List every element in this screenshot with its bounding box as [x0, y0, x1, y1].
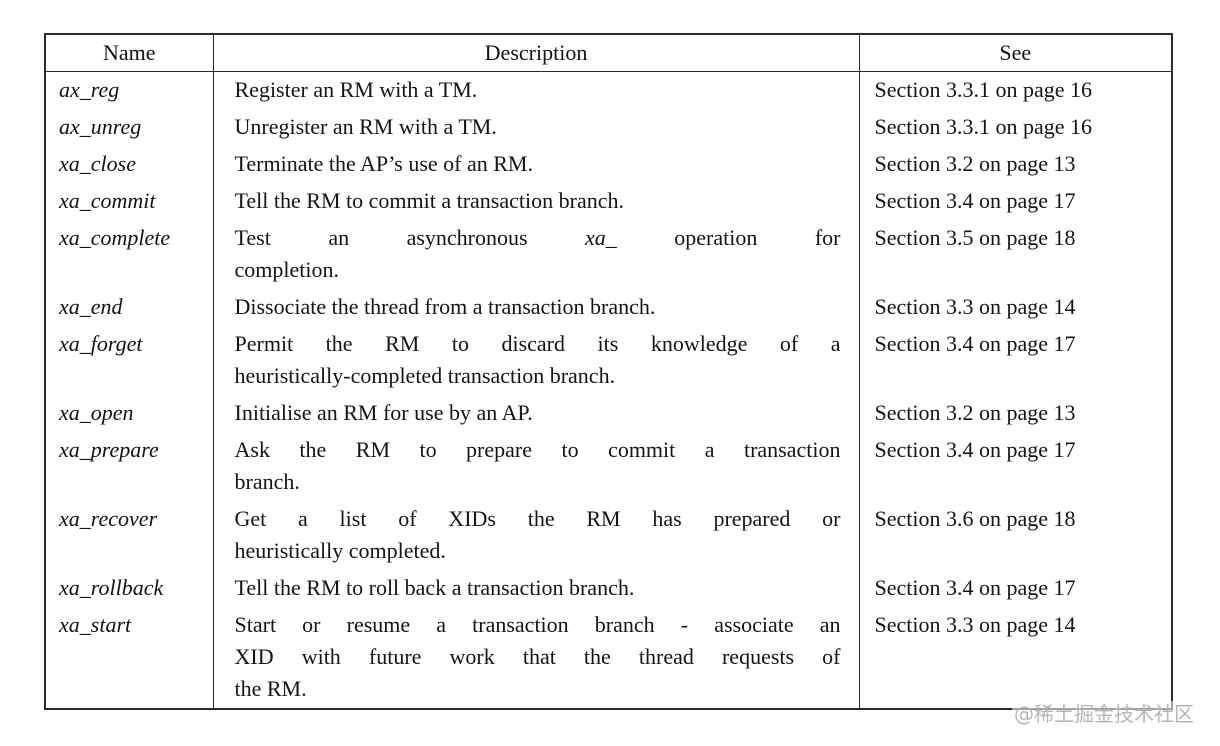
column-header-description: Description: [212, 33, 860, 72]
name-cell: ax_reg: [44, 71, 214, 109]
description-line: Ask the RM to prepare to commit a transa…: [234, 437, 841, 462]
table-group-xa: xa_close Terminate the AP’s use of an RM…: [44, 146, 1173, 709]
see-cell: Section 3.4 on page 17: [858, 570, 1173, 607]
name-cell: ax_unreg: [44, 109, 214, 146]
see-cell: Section 3.3 on page 14: [858, 607, 1173, 709]
name-cell: xa_commit: [44, 183, 214, 220]
name-cell: xa_start: [44, 607, 214, 709]
table-row: xa_complete Test an asynchronous xa_ ope…: [44, 220, 1173, 289]
description-line: the RM.: [234, 676, 307, 701]
xa-functions-table: Name Description See ax_reg Register an …: [44, 33, 1173, 710]
table-row: ax_unreg Unregister an RM with a TM. Sec…: [44, 109, 1173, 146]
see-cell: Section 3.2 on page 13: [858, 395, 1173, 432]
see-cell: Section 3.2 on page 13: [858, 146, 1173, 183]
description-line: heuristically completed.: [234, 538, 446, 563]
table-row: xa_commit Tell the RM to commit a transa…: [44, 183, 1173, 220]
description-cell: Initialise an RM for use by an AP.: [212, 395, 860, 432]
name-cell: xa_rollback: [44, 570, 214, 607]
name-cell: xa_prepare: [44, 432, 214, 501]
description-cell: Dissociate the thread from a transaction…: [212, 289, 860, 326]
description-cell: Tell the RM to commit a transaction bran…: [212, 183, 860, 220]
see-cell: Section 3.3.1 on page 16: [858, 71, 1173, 109]
see-cell: Section 3.6 on page 18: [858, 501, 1173, 570]
watermark: @稀土掘金技术社区: [1012, 701, 1196, 727]
table-row: xa_recover Get a list of XIDs the RM has…: [44, 501, 1173, 570]
description-cell: Get a list of XIDs the RM has prepared o…: [212, 501, 860, 570]
see-cell: Section 3.4 on page 17: [858, 183, 1173, 220]
description-line: XID with future work that the thread req…: [234, 644, 841, 669]
table-row: xa_start Start or resume a transaction b…: [44, 607, 1173, 709]
name-cell: xa_end: [44, 289, 214, 326]
description-line: Permit the RM to discard its knowledge o…: [234, 331, 841, 356]
table-row: xa_rollback Tell the RM to roll back a t…: [44, 570, 1173, 607]
description-cell: Unregister an RM with a TM.: [212, 109, 860, 146]
table-group-ax: ax_reg Register an RM with a TM. Section…: [44, 71, 1173, 146]
italic-function-prefix: xa_: [585, 225, 617, 250]
name-cell: xa_forget: [44, 326, 214, 395]
name-cell: xa_close: [44, 146, 214, 183]
description-cell: Start or resume a transaction branch - a…: [212, 607, 860, 709]
column-header-see: See: [858, 33, 1173, 72]
table-row: ax_reg Register an RM with a TM. Section…: [44, 71, 1173, 109]
name-cell: xa_complete: [44, 220, 214, 289]
description-cell: Register an RM with a TM.: [212, 71, 860, 109]
see-cell: Section 3.5 on page 18: [858, 220, 1173, 289]
description-cell: Ask the RM to prepare to commit a transa…: [212, 432, 860, 501]
description-cell: Tell the RM to roll back a transaction b…: [212, 570, 860, 607]
description-text: Test an asynchronous: [234, 225, 586, 250]
table-row: xa_end Dissociate the thread from a tran…: [44, 289, 1173, 326]
description-line: Test an asynchronous xa_ operation for: [235, 222, 841, 254]
description-line: heuristically-completed transaction bran…: [234, 363, 616, 388]
table-row: xa_forget Permit the RM to discard its k…: [44, 326, 1173, 395]
description-line: Get a list of XIDs the RM has prepared o…: [234, 506, 841, 531]
description-text: operation for: [616, 225, 841, 250]
column-header-name: Name: [44, 33, 214, 72]
description-line: completion.: [234, 257, 339, 282]
table-row: xa_open Initialise an RM for use by an A…: [44, 395, 1173, 432]
name-cell: xa_recover: [44, 501, 214, 570]
see-cell: Section 3.3.1 on page 16: [858, 109, 1173, 146]
description-cell: Test an asynchronous xa_ operation for c…: [212, 220, 860, 289]
see-cell: Section 3.4 on page 17: [858, 432, 1173, 501]
description-line: branch.: [234, 469, 300, 494]
table-row: xa_prepare Ask the RM to prepare to comm…: [44, 432, 1173, 501]
description-cell: Terminate the AP’s use of an RM.: [212, 146, 860, 183]
name-cell: xa_open: [44, 395, 214, 432]
table-row: xa_close Terminate the AP’s use of an RM…: [44, 146, 1173, 183]
description-cell: Permit the RM to discard its knowledge o…: [212, 326, 860, 395]
see-cell: Section 3.4 on page 17: [858, 326, 1173, 395]
see-cell: Section 3.3 on page 14: [858, 289, 1173, 326]
table-header-row: Name Description See: [44, 33, 1173, 72]
description-line: Start or resume a transaction branch - a…: [234, 612, 841, 637]
